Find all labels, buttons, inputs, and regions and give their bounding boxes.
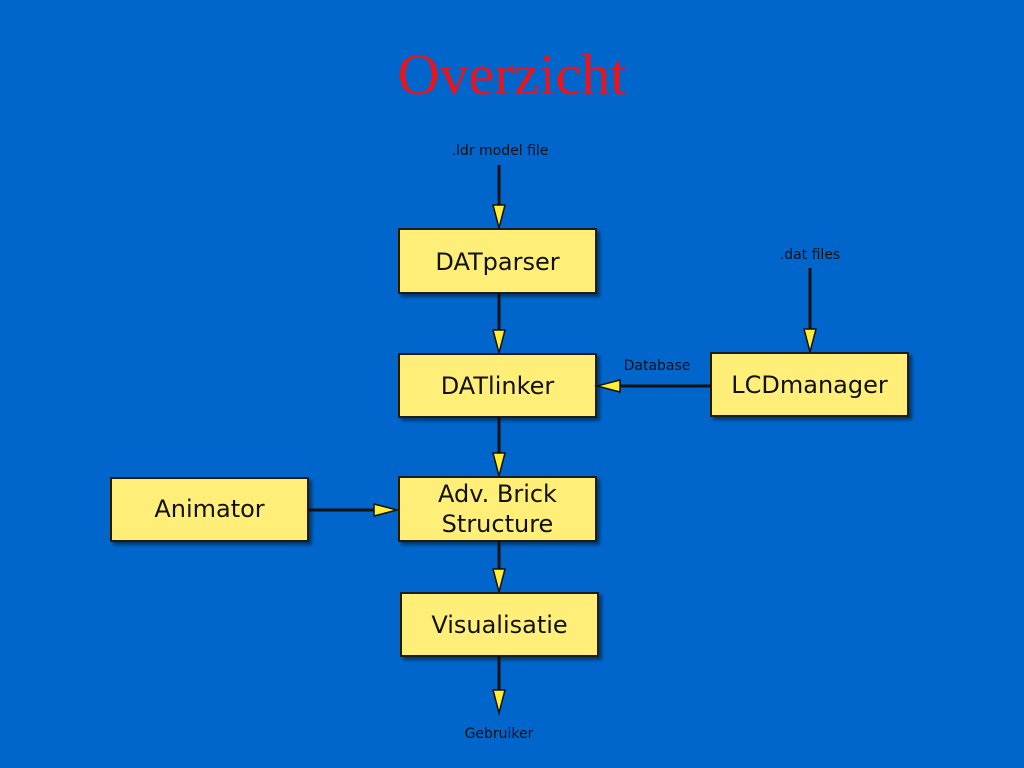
arrow-animator-to-advbrick: [308, 503, 400, 517]
adv-brick-label-line1: Adv. Brick: [438, 480, 557, 508]
animator-node: Animator: [110, 477, 309, 542]
datlinker-node: DATlinker: [398, 353, 597, 418]
datparser-label: DATparser: [435, 248, 559, 276]
ldr-model-file-label: .ldr model file: [452, 143, 549, 159]
adv-brick-label-line2: Structure: [442, 510, 554, 538]
slide-title: Overzicht: [397, 42, 627, 107]
arrow-lcdmanager-to-datlinker: [594, 379, 711, 393]
adv-brick-structure-node: Adv. Brick Structure: [398, 476, 597, 542]
arrow-datfiles-to-lcdmanager: [803, 268, 817, 355]
visualisatie-label: Visualisatie: [431, 611, 567, 639]
datparser-node: DATparser: [398, 228, 597, 294]
lcdmanager-node: LCDmanager: [710, 352, 909, 417]
gebruiker-label: Gebruiker: [465, 726, 534, 742]
arrow-visualisatie-to-gebruiker: [492, 656, 506, 716]
database-label: Database: [624, 358, 691, 374]
arrow-advbrick-to-visualisatie: [492, 541, 506, 595]
visualisatie-node: Visualisatie: [400, 592, 599, 657]
lcdmanager-label: LCDmanager: [731, 371, 888, 399]
arrow-datparser-to-datlinker: [492, 293, 506, 356]
animator-label: Animator: [154, 495, 264, 523]
arrow-ldr-to-datparser: [492, 165, 506, 231]
arrow-datlinker-to-advbrick: [492, 417, 506, 479]
dat-files-label: .dat files: [780, 247, 840, 263]
datlinker-label: DATlinker: [441, 372, 555, 400]
